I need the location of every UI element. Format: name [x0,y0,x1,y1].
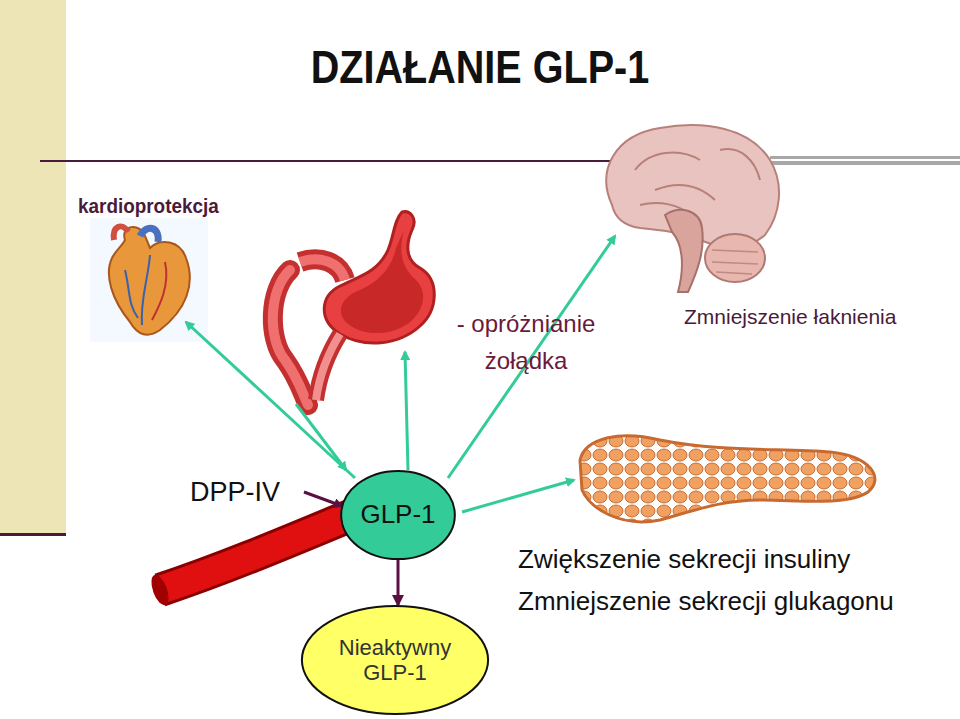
title-rule-bar [770,156,960,165]
node-text: Nieaktywny GLP-1 [335,635,455,686]
band-rule [0,533,66,536]
node-text: GLP-1 [360,500,435,530]
effect-label: - opróżnianie żołądka [428,305,624,379]
title-rule-bar [770,159,960,161]
effect-label: kardioprotekcja [78,190,219,223]
inactive-ellipse: Nieaktywny GLP-1 [300,605,490,715]
enzyme-label: DPP-IV [190,472,280,514]
effect-label: Zmniejszenie łaknienia [684,301,896,334]
blood-vessel [148,512,360,607]
action-arrow [405,352,408,470]
inactivation-arrow [397,560,400,605]
side-band [0,0,66,535]
action-arrow [462,480,574,512]
effect-label: Zmniejszenie sekrecji glukagonu [518,581,894,621]
slide-title: DZIAŁANIE GLP-1 [67,40,893,94]
heart-picture [90,218,208,342]
pancreas-picture [580,436,875,522]
action-arrow [186,322,355,478]
effect-label: Zwiększenie sekrecji insuliny [518,539,850,579]
stomach-picture [273,212,434,405]
hormone-circle: GLP-1 [340,470,456,560]
action-arrow [296,404,346,470]
brain-picture [606,125,779,292]
enzyme-arrow [304,492,342,506]
